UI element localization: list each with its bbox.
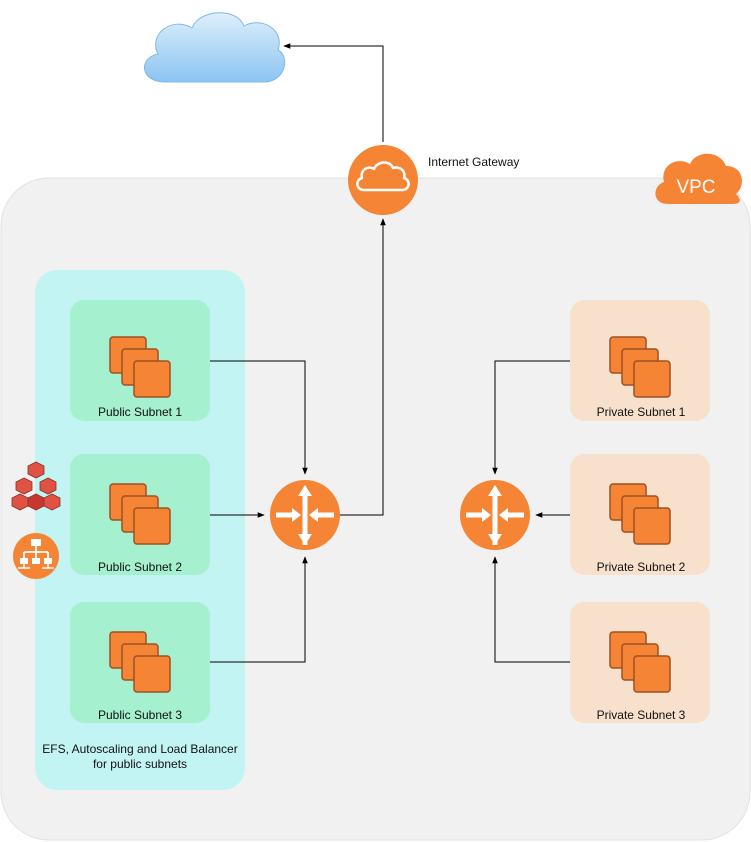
private-subnet-1-label: Private Subnet 1 xyxy=(597,405,686,419)
connector-public-1-to-router xyxy=(210,360,308,475)
connector-public-3-to-router xyxy=(210,556,308,663)
internet-cloud-icon xyxy=(143,12,286,83)
public-subnet-1: Public Subnet 1 xyxy=(70,300,210,421)
connector-private-3-to-router xyxy=(492,556,570,663)
internet-gateway-label: Internet Gateway xyxy=(428,155,519,169)
public-subnet-1-label: Public Subnet 1 xyxy=(98,405,182,419)
private-subnet-2: Private Subnet 2 xyxy=(570,454,710,575)
vpc-cloud-icon: VPC xyxy=(655,153,742,204)
connectors xyxy=(210,43,570,663)
public-group-label-line1: EFS, Autoscaling and Load Balancer xyxy=(42,742,237,756)
public-subnet-2-label: Public Subnet 2 xyxy=(98,560,182,574)
private-subnet-1: Private Subnet 1 xyxy=(570,300,710,421)
connector-private-1-to-router xyxy=(492,360,570,475)
public-subnet-3-label: Public Subnet 3 xyxy=(98,708,182,722)
private-subnet-3-label: Private Subnet 3 xyxy=(597,708,686,722)
load-balancer-icon xyxy=(13,533,59,579)
efs-icon xyxy=(11,461,61,511)
public-group-label-line2: for public subnets xyxy=(93,757,187,771)
private-subnet-2-label: Private Subnet 2 xyxy=(597,560,686,574)
internet-gateway-icon xyxy=(348,145,418,215)
connector-gateway-to-internet xyxy=(283,43,384,142)
vpc-label: VPC xyxy=(676,177,715,198)
public-subnet-2: Public Subnet 2 xyxy=(70,454,210,575)
connector-router-to-gateway xyxy=(340,218,386,516)
private-subnet-3: Private Subnet 3 xyxy=(570,602,710,723)
private-router-icon xyxy=(460,480,530,550)
public-router-icon xyxy=(270,480,340,550)
public-subnet-3: Public Subnet 3 xyxy=(70,602,210,723)
